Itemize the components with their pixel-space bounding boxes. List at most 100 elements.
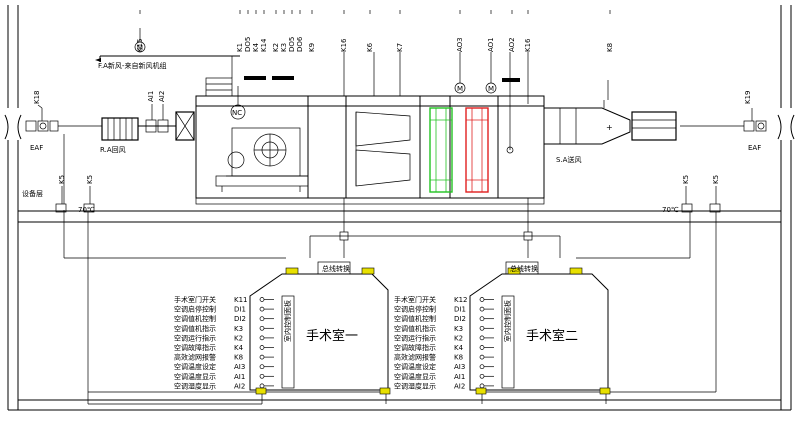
eaf-left-label: EAF xyxy=(30,144,43,152)
room-item-code: K2 xyxy=(234,334,243,342)
room-item-label: 空调运行指示 xyxy=(174,333,216,342)
top-tag: K7 xyxy=(396,43,404,52)
top-tag: K16 xyxy=(524,38,532,52)
tag-ai1: AI1 xyxy=(147,91,155,102)
left-exhaust-fan: EAF xyxy=(25,104,102,152)
air-handling-unit: + M M xyxy=(195,52,677,205)
room-item-code: AI2 xyxy=(234,382,245,390)
room-item-label: 手术室门开关 xyxy=(394,295,436,304)
top-tag: K14 xyxy=(260,38,268,52)
room-item-label: 空调湿度显示 xyxy=(394,381,436,390)
room-item-code: AI2 xyxy=(454,382,465,390)
room-item-code: DI2 xyxy=(454,315,466,323)
svg-text:M: M xyxy=(457,85,463,93)
right-exhaust-fan: EAF xyxy=(680,108,767,152)
room-item-terminal xyxy=(479,383,485,389)
room-item-terminal xyxy=(479,354,485,360)
nc-label: NC xyxy=(232,109,242,117)
cooling-coil xyxy=(429,107,453,193)
room-item-terminal xyxy=(259,373,265,379)
room-item-label: 空调湿度显示 xyxy=(174,381,216,390)
room-item-code: K12 xyxy=(454,296,468,304)
wall-openings xyxy=(4,114,795,140)
equipment-floor-label: 设备层 xyxy=(22,189,43,198)
tag-k5c: K5 xyxy=(682,175,690,184)
top-tag: K8 xyxy=(606,43,614,52)
room-item-terminal xyxy=(259,297,265,302)
top-tag: K1 xyxy=(236,43,244,52)
room1-bus-label: 总线转换 xyxy=(322,264,350,273)
room-item-terminal xyxy=(479,364,485,370)
room-item-code: K8 xyxy=(454,354,463,362)
room-item-terminal xyxy=(259,354,265,360)
room-item-terminal xyxy=(479,297,485,302)
room2-name: 手术室二 xyxy=(526,328,578,344)
room-item-label: 空调值机控制 xyxy=(174,314,216,323)
room-item-label: 空调启停控制 xyxy=(394,305,436,314)
temp-right-label: 70℃ xyxy=(662,206,679,214)
room-item-label: 高效滤网报警 xyxy=(394,353,436,362)
room-item-label: 空调温度设定 xyxy=(394,362,436,371)
room-item-label: 空调值机指示 xyxy=(394,324,436,333)
room-item-terminal xyxy=(259,345,265,350)
tag-k5a: K5 xyxy=(58,175,66,184)
svg-text:M: M xyxy=(488,85,494,93)
room-item-terminal xyxy=(259,325,265,331)
top-tag: K3 xyxy=(280,43,288,52)
top-tag: DO5 xyxy=(288,37,296,52)
svg-text:+: + xyxy=(606,123,613,132)
room-item-code: DI1 xyxy=(454,306,466,314)
heating-coil xyxy=(465,107,489,193)
operating-room-2 xyxy=(469,261,611,395)
signal-wiring xyxy=(55,134,721,405)
room2-item-list: 手术室门开关 K12 空调启停控制 DI1 空调值机控制 DI2 空调值机指示 K3 空调运行指… xyxy=(394,295,494,390)
top-tag: K2 xyxy=(272,43,280,52)
supply-air-label: S.A送风 xyxy=(556,155,581,164)
tag-k18: K18 xyxy=(33,91,41,105)
room-item-terminal xyxy=(479,306,485,312)
room-item-terminal xyxy=(259,383,265,389)
room-item-label: 空调值机指示 xyxy=(174,324,216,333)
room-item-code: K4 xyxy=(234,344,244,352)
building-frame xyxy=(7,5,792,411)
top-tag: K9 xyxy=(308,43,316,52)
room-item-code: K4 xyxy=(454,344,464,352)
room-item-code: K3 xyxy=(234,325,243,333)
svg-text:M: M xyxy=(137,44,143,52)
tag-k5d: K5 xyxy=(712,175,720,184)
top-tag: K16 xyxy=(340,38,348,52)
room-item-code: AI1 xyxy=(234,373,245,381)
tag-k5b: K5 xyxy=(86,175,94,184)
room-item-terminal xyxy=(259,364,265,370)
room-item-terminal xyxy=(479,345,485,350)
top-tag: DO6 xyxy=(296,36,304,52)
room-item-terminal xyxy=(479,316,485,322)
tag-k19: K19 xyxy=(744,91,752,105)
top-tag: AO3 xyxy=(456,37,464,52)
room-item-label: 空调温度设定 xyxy=(174,362,216,371)
temp-left-label: 70℃ xyxy=(78,206,95,214)
room-item-code: K3 xyxy=(454,325,463,333)
room-item-label: 空调运行指示 xyxy=(394,333,436,342)
room-item-terminal xyxy=(259,335,265,341)
room-item-terminal xyxy=(479,325,485,331)
room-item-label: 高效滤网报警 xyxy=(174,353,216,362)
room-item-code: DI1 xyxy=(234,306,246,314)
top-tag: K6 xyxy=(366,42,374,52)
room-item-code: K11 xyxy=(234,296,248,304)
room1-panel-label: 室内控制面板 xyxy=(283,300,292,342)
room-item-label: 空调值机控制 xyxy=(394,314,436,323)
room2-panel-label: 室内控制面板 xyxy=(503,300,512,342)
room-item-code: AI1 xyxy=(454,373,465,381)
room2-bus-label: 总线转换 xyxy=(510,264,538,273)
eaf-right-label: EAF xyxy=(748,144,761,152)
room-item-code: AI3 xyxy=(234,363,245,371)
top-tag: AO2 xyxy=(508,37,516,52)
room-item-code: AI3 xyxy=(454,363,465,371)
top-tag: DO5 xyxy=(244,37,252,52)
room-item-code: K2 xyxy=(454,334,463,342)
top-tag: K15 xyxy=(136,39,144,53)
